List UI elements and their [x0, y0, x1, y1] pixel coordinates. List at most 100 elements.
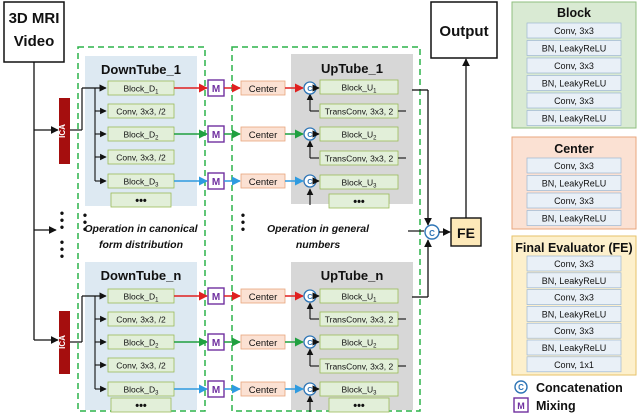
svg-text:M: M — [517, 401, 525, 411]
panel-row — [526, 356, 622, 373]
tube-dots-row — [110, 192, 172, 208]
tube-row-label: Block_U1 — [342, 292, 378, 304]
block-panel-title: Block — [557, 6, 591, 20]
tube-row-label: Block_D2 — [124, 338, 160, 350]
panel-row — [526, 110, 622, 126]
panel-row-label: Conv, 3x3 — [554, 196, 594, 206]
svg-text:C: C — [307, 338, 313, 347]
tube-row — [319, 334, 399, 350]
tube-row-label: Block_D1 — [124, 84, 160, 96]
tube-row — [107, 149, 175, 165]
tube-row — [107, 103, 175, 119]
ica-block-1: ICA — [58, 98, 70, 164]
panel-row-label: BN, LeakyReLU — [542, 343, 607, 353]
tube-row — [319, 288, 399, 304]
tube-row-label: TransConv, 3x3, 2 — [325, 315, 394, 325]
tube-row — [107, 311, 175, 327]
panel-row-label: Conv, 3x3 — [554, 161, 594, 171]
tube-dots: ••• — [135, 400, 147, 412]
panel-row-label: BN, LeakyReLU — [542, 44, 607, 54]
down-tube-1-title: DownTube_1 — [101, 62, 181, 77]
tube-dots-row — [110, 397, 172, 413]
up-tube-n-title: UpTube_n — [321, 268, 384, 283]
panel-row-label: Conv, 3x3 — [554, 61, 594, 71]
tube-row-label: Block_U3 — [342, 385, 378, 397]
output-label: Output — [439, 23, 488, 40]
svg-text:M: M — [212, 338, 220, 349]
svg-text:•: • — [60, 206, 64, 220]
tube-row — [319, 174, 399, 190]
tube-row-label: Block_D3 — [124, 385, 160, 397]
svg-text:•: • — [241, 215, 245, 229]
panel-row — [526, 192, 622, 209]
panel-row — [526, 306, 622, 322]
panel-row-label: BN, LeakyReLU — [542, 79, 607, 89]
input-box: 3D MRI Video — [3, 1, 65, 63]
tube-row-label: TransConv, 3x3, 2 — [325, 154, 394, 164]
legend: C Concatenation M Mixing — [513, 380, 623, 413]
tube-row — [319, 79, 399, 95]
panel-row — [526, 175, 622, 191]
panel-row-label: BN, LeakyReLU — [542, 309, 607, 319]
center-label: Center — [249, 84, 278, 95]
legend-mixing: Mixing — [536, 399, 576, 413]
tube-dots: ••• — [353, 196, 365, 208]
tube-dots-row — [328, 397, 390, 413]
panel-row — [526, 40, 622, 56]
tube-row-label: TransConv, 3x3, 2 — [325, 362, 394, 372]
tube-row-label: Conv, 3x3, /2 — [116, 153, 166, 163]
tube-row-label: Block_U3 — [342, 178, 378, 190]
up-tube-1-title: UpTube_1 — [321, 61, 383, 76]
tube-row-label: Block_U1 — [342, 83, 378, 95]
svg-text:•: • — [83, 208, 87, 222]
panel-row — [526, 272, 622, 289]
mixing-icon — [513, 397, 529, 413]
panel-row — [526, 255, 622, 272]
fe-label: FE — [457, 225, 475, 241]
panel-row — [526, 322, 622, 339]
fe-box — [450, 217, 482, 247]
svg-text:M: M — [212, 84, 220, 95]
tube-row-label: Block_D3 — [124, 177, 160, 189]
svg-text:•: • — [60, 220, 64, 234]
tube-row-label: Block_U2 — [342, 338, 378, 350]
svg-text:•: • — [60, 242, 64, 256]
right-caption-line1: Operation in general — [267, 223, 370, 235]
panel-row-label: Conv, 3x3 — [554, 96, 594, 106]
panel-row-label: BN, LeakyReLU — [542, 276, 607, 286]
svg-text:•: • — [60, 213, 64, 227]
tube-dots: ••• — [353, 400, 365, 412]
fe-panel-title: Final Evaluator (FE) — [515, 241, 632, 255]
panel-row — [526, 289, 622, 305]
panel-row-label: Conv, 3x3 — [554, 293, 594, 303]
tube-row-label: Block_D1 — [124, 292, 160, 304]
legend-concatenation: Concatenation — [536, 381, 623, 395]
panel-row-label: Conv, 1x1 — [554, 360, 594, 370]
tube-dots-row — [328, 193, 390, 209]
svg-text:M: M — [212, 292, 220, 303]
svg-text:C: C — [307, 130, 313, 139]
svg-text:•: • — [241, 222, 245, 236]
panel-row — [526, 22, 622, 39]
right-caption-line2: numbers — [296, 239, 341, 251]
panel-row — [526, 210, 622, 226]
center-label: Center — [249, 292, 278, 303]
down-tube-n-title: DownTube_n — [101, 268, 182, 283]
output-box: Output — [430, 1, 498, 59]
svg-text:C: C — [307, 385, 313, 394]
panel-row-label: Conv, 3x3 — [554, 326, 594, 336]
svg-text:M: M — [212, 130, 220, 141]
center-label: Center — [249, 338, 278, 349]
ica-label-1: ICA — [58, 124, 67, 138]
center-label: Center — [249, 177, 278, 188]
center-panel-title: Center — [554, 142, 594, 156]
ica-block-n: ICA — [58, 311, 70, 374]
tube-row-label: TransConv, 3x3, 2 — [325, 107, 394, 117]
input-label-line1: 3D MRI — [9, 10, 60, 27]
left-caption-line1: Operation in canonical — [84, 223, 198, 235]
panel-row-label: Conv, 3x3 — [554, 259, 594, 269]
